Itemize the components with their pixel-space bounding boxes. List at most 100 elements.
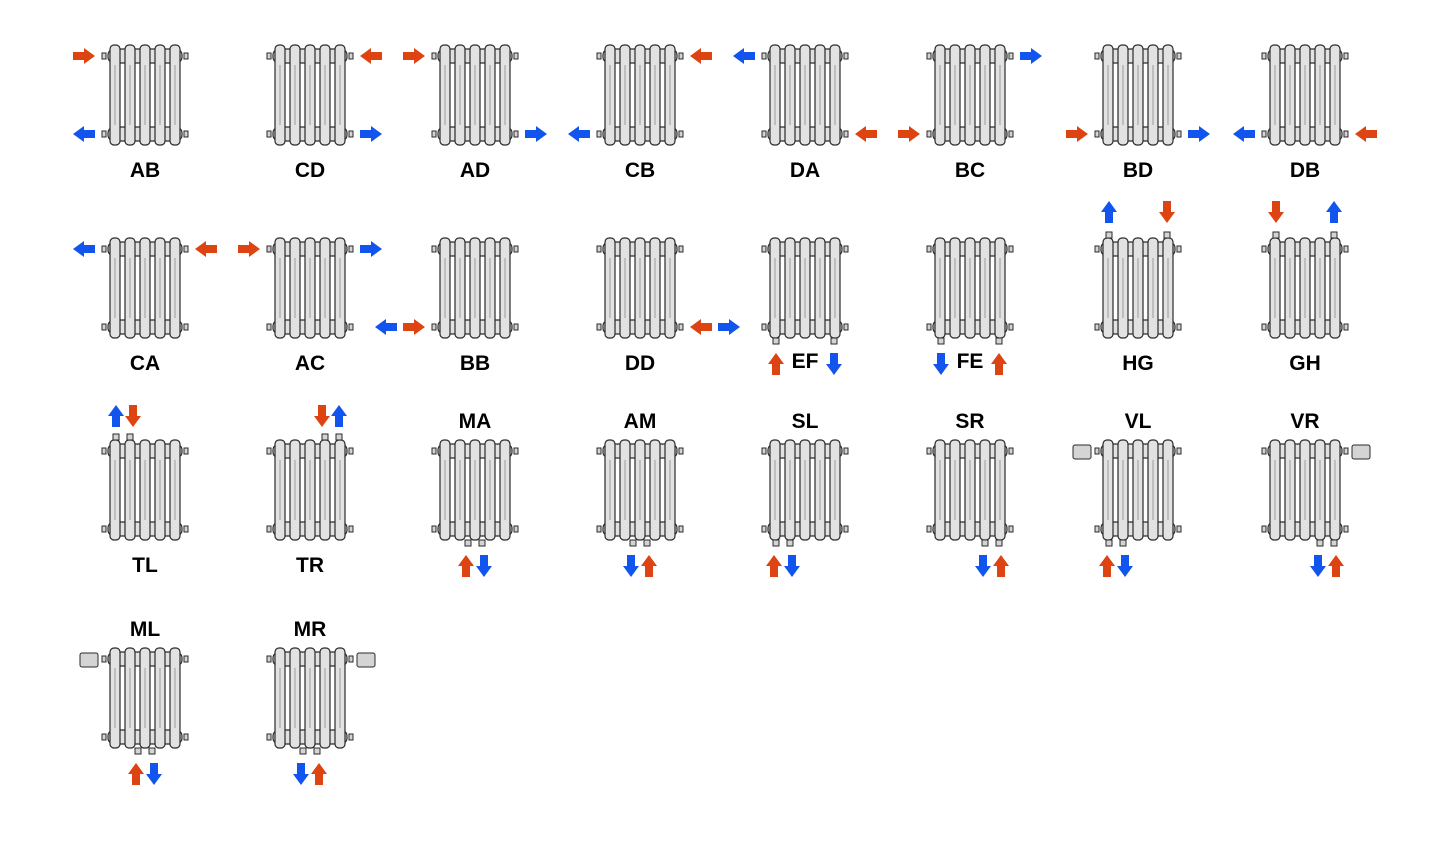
connection-ac: AC bbox=[238, 237, 382, 375]
arrow-up-icon bbox=[641, 555, 657, 577]
connection-code-label: MA bbox=[459, 410, 492, 433]
arrow-right-icon bbox=[238, 241, 260, 257]
arrow-up-icon bbox=[108, 405, 124, 427]
connection-code-label: VL bbox=[1125, 410, 1152, 433]
arrow-up-icon bbox=[311, 763, 327, 785]
connection-code-label: BD bbox=[1123, 159, 1153, 182]
arrow-right-icon bbox=[1188, 126, 1210, 142]
connection-am: AM bbox=[596, 410, 684, 577]
connection-code-label: GH bbox=[1289, 352, 1321, 375]
arrow-left-icon bbox=[375, 319, 397, 335]
connection-bb: BB bbox=[375, 237, 519, 375]
arrow-down-icon bbox=[933, 353, 949, 375]
connection-tr: TR bbox=[266, 405, 354, 577]
connection-code-label: AC bbox=[295, 352, 325, 375]
connection-code-label: EF bbox=[792, 350, 819, 373]
connection-code-label: BB bbox=[460, 352, 490, 375]
arrow-down-icon bbox=[1159, 201, 1175, 223]
arrow-up-icon bbox=[1326, 201, 1342, 223]
arrow-up-icon bbox=[993, 555, 1009, 577]
arrow-left-icon bbox=[1233, 126, 1255, 142]
connection-code-label: AD bbox=[460, 159, 490, 182]
arrow-up-icon bbox=[128, 763, 144, 785]
arrow-right-icon bbox=[403, 319, 425, 335]
connection-ab: AB bbox=[73, 44, 189, 182]
arrow-up-icon bbox=[991, 353, 1007, 375]
connection-code-label: SL bbox=[792, 410, 819, 433]
connection-code-label: HG bbox=[1122, 352, 1154, 375]
connection-vl: VL bbox=[1072, 410, 1182, 577]
connection-code-label: ML bbox=[130, 618, 160, 641]
connection-code-label: DD bbox=[625, 352, 655, 375]
arrow-left-icon bbox=[360, 48, 382, 64]
arrow-right-icon bbox=[1066, 126, 1088, 142]
arrow-up-icon bbox=[458, 555, 474, 577]
connection-sr: SR bbox=[926, 410, 1014, 577]
arrow-down-icon bbox=[314, 405, 330, 427]
connection-da: DA bbox=[733, 44, 877, 182]
connection-vr: VR bbox=[1261, 410, 1371, 577]
connection-ef: EF bbox=[761, 237, 849, 375]
connection-fe: FE bbox=[926, 237, 1014, 375]
connection-code-label: CA bbox=[130, 352, 160, 375]
connection-hg: HG bbox=[1094, 201, 1182, 375]
arrow-down-icon bbox=[1310, 555, 1326, 577]
arrow-right-icon bbox=[718, 319, 740, 335]
arrow-right-icon bbox=[403, 48, 425, 64]
connection-ca: CA bbox=[73, 237, 217, 375]
connection-code-label: SR bbox=[955, 410, 984, 433]
connection-code-label: TR bbox=[296, 554, 324, 577]
connection-tl: TL bbox=[101, 405, 189, 577]
arrow-left-icon bbox=[568, 126, 590, 142]
connection-ml: ML bbox=[79, 618, 189, 785]
arrow-left-icon bbox=[690, 48, 712, 64]
arrow-left-icon bbox=[73, 126, 95, 142]
arrow-up-icon bbox=[331, 405, 347, 427]
arrow-up-icon bbox=[1101, 201, 1117, 223]
arrow-right-icon bbox=[525, 126, 547, 142]
connection-code-label: BC bbox=[955, 159, 985, 182]
arrow-right-icon bbox=[898, 126, 920, 142]
arrow-right-icon bbox=[1020, 48, 1042, 64]
arrow-up-icon bbox=[766, 555, 782, 577]
arrow-down-icon bbox=[826, 353, 842, 375]
arrow-down-icon bbox=[1268, 201, 1284, 223]
arrow-up-icon bbox=[768, 353, 784, 375]
connection-code-label: TL bbox=[132, 554, 158, 577]
arrow-down-icon bbox=[623, 555, 639, 577]
connection-code-label: MR bbox=[294, 618, 327, 641]
connection-cd: CD bbox=[266, 44, 382, 182]
connection-gh: GH bbox=[1261, 201, 1349, 375]
connection-code-label: CB bbox=[625, 159, 655, 182]
arrow-down-icon bbox=[784, 555, 800, 577]
arrow-left-icon bbox=[690, 319, 712, 335]
connection-code-label: FE bbox=[957, 350, 984, 373]
arrow-right-icon bbox=[360, 126, 382, 142]
arrow-left-icon bbox=[1355, 126, 1377, 142]
connection-code-label: AB bbox=[130, 159, 160, 182]
connection-sl: SL bbox=[761, 410, 849, 577]
connection-code-label: DA bbox=[790, 159, 820, 182]
arrow-up-icon bbox=[1099, 555, 1115, 577]
connection-code-label: AM bbox=[624, 410, 657, 433]
arrow-left-icon bbox=[195, 241, 217, 257]
arrow-down-icon bbox=[293, 763, 309, 785]
arrow-left-icon bbox=[73, 241, 95, 257]
arrow-right-icon bbox=[360, 241, 382, 257]
arrow-down-icon bbox=[125, 405, 141, 427]
arrow-down-icon bbox=[975, 555, 991, 577]
connection-ad: AD bbox=[403, 44, 547, 182]
connection-code-label: CD bbox=[295, 159, 325, 182]
connection-cb: CB bbox=[568, 44, 712, 182]
connection-code-label: DB bbox=[1290, 159, 1320, 182]
arrow-left-icon bbox=[733, 48, 755, 64]
connection-mr: MR bbox=[266, 618, 376, 785]
arrow-up-icon bbox=[1328, 555, 1344, 577]
connection-bd: BD bbox=[1066, 44, 1210, 182]
connection-ma: MA bbox=[431, 410, 519, 577]
arrow-down-icon bbox=[476, 555, 492, 577]
connection-dd: DD bbox=[596, 237, 740, 375]
arrow-right-icon bbox=[73, 48, 95, 64]
connection-db: DB bbox=[1233, 44, 1377, 182]
